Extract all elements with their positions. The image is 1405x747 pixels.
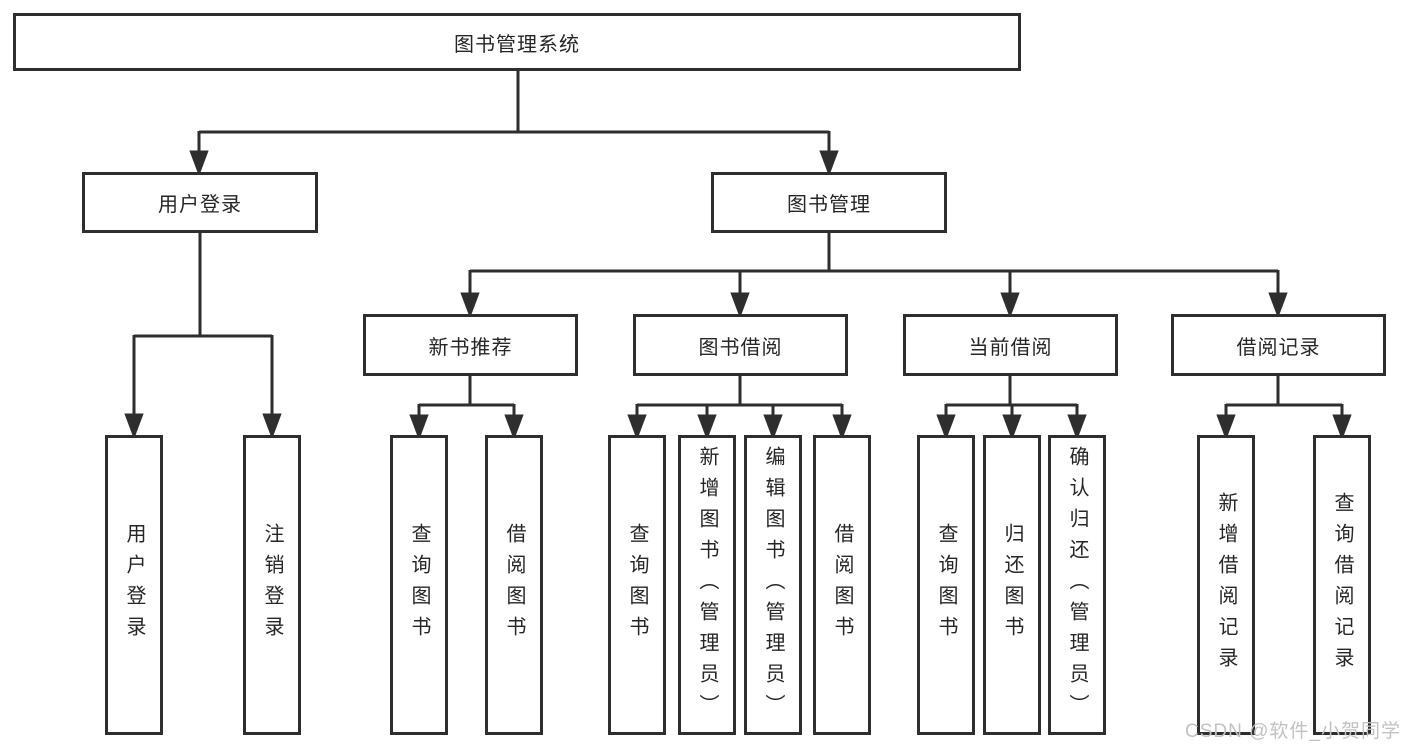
node-label: 查询图书 — [935, 523, 957, 647]
leaf-edit-books-admin: 编辑图书（管理员） — [744, 435, 802, 735]
node-label: 归还图书 — [1001, 523, 1023, 647]
node-label: 编辑图书（管理员） — [762, 445, 784, 725]
node-borrow-records: 借阅记录 — [1171, 314, 1386, 376]
node-current-borrowing: 当前借阅 — [903, 314, 1118, 376]
leaf-query-borrow-record: 查询借阅记录 — [1313, 435, 1371, 735]
node-label: 新增图书（管理员） — [696, 445, 718, 725]
leaf-add-books-admin: 新增图书（管理员） — [678, 435, 736, 735]
node-label: 图书管理系统 — [454, 33, 580, 56]
leaf-query-books-current: 查询图书 — [917, 435, 975, 735]
node-label: 新书推荐 — [428, 336, 513, 359]
node-label: 新增借阅记录 — [1215, 492, 1237, 678]
leaf-query-books-recommend: 查询图书 — [390, 435, 448, 735]
node-label: 借阅图书 — [831, 523, 853, 647]
leaf-add-borrow-record: 新增借阅记录 — [1197, 435, 1255, 735]
node-label: 查询借阅记录 — [1331, 492, 1353, 678]
leaf-confirm-return-admin: 确认归还（管理员） — [1048, 435, 1106, 735]
node-label: 图书借阅 — [698, 336, 783, 359]
node-label: 查询图书 — [408, 523, 430, 647]
leaf-return-books: 归还图书 — [983, 435, 1041, 735]
leaf-borrow-books: 借阅图书 — [813, 435, 871, 735]
leaf-query-books-borrowing: 查询图书 — [608, 435, 666, 735]
node-label: 图书管理 — [787, 194, 871, 216]
node-book-management: 图书管理 — [711, 172, 947, 233]
node-label: 用户登录 — [123, 523, 145, 647]
node-book-borrowing: 图书借阅 — [633, 314, 848, 376]
node-label: 查询图书 — [626, 523, 648, 647]
leaf-logout: 注销登录 — [243, 435, 301, 735]
leaf-borrow-books-recommend: 借阅图书 — [485, 435, 543, 735]
node-label: 确认归还（管理员） — [1066, 445, 1088, 725]
node-library-system: 图书管理系统 — [13, 13, 1021, 71]
node-user-login: 用户登录 — [82, 172, 318, 233]
leaf-user-login: 用户登录 — [105, 435, 163, 735]
node-label: 借阅图书 — [503, 523, 525, 647]
node-label: 当前借阅 — [968, 336, 1053, 359]
node-label: 用户登录 — [158, 194, 242, 216]
csdn-watermark: CSDN @软件_小贺同学 — [1185, 721, 1401, 742]
node-label: 注销登录 — [261, 523, 283, 647]
node-new-book-recommend: 新书推荐 — [363, 314, 578, 376]
node-label: 借阅记录 — [1236, 336, 1321, 359]
